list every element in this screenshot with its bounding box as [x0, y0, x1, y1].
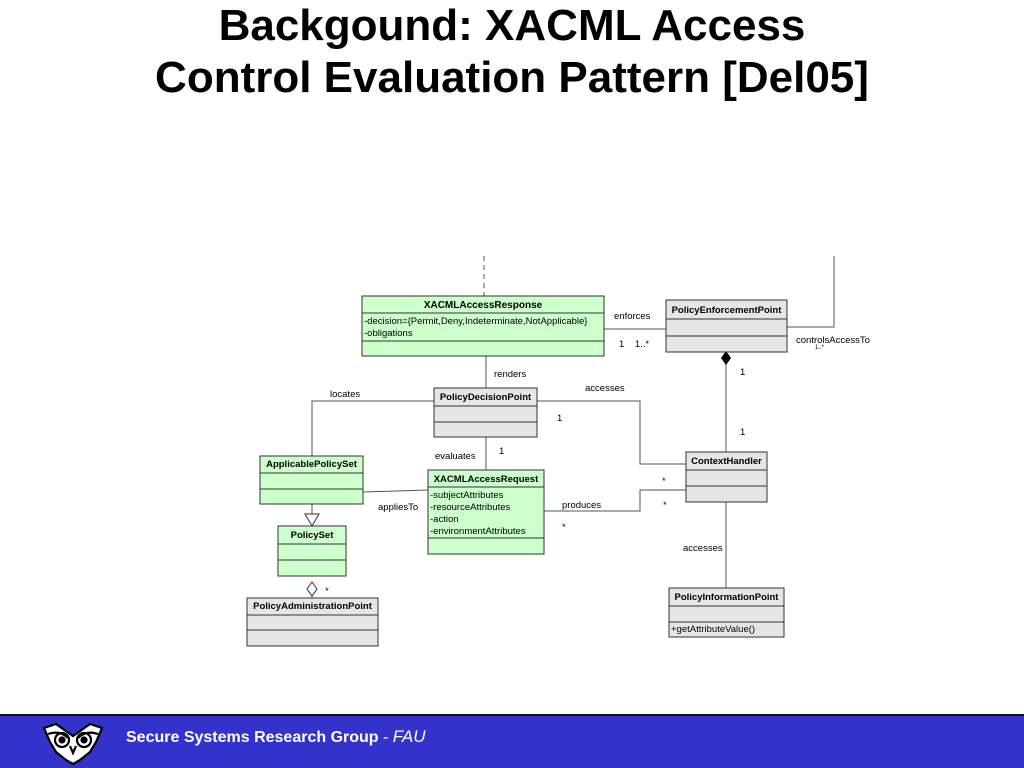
class-name: PolicyAdministrationPoint [253, 601, 373, 612]
title-line-1: Backgound: XACML Access [218, 1, 806, 50]
class-policy-administration-point: PolicyAdministrationPoint [246, 597, 379, 647]
edge-controls-access-to [786, 256, 835, 328]
class-name: PolicySet [291, 530, 335, 541]
label-ch-star-2: * [663, 500, 667, 511]
label-enforces-multiplicity: 1 1..* [619, 339, 649, 350]
label-locates: locates [330, 389, 360, 400]
title-line-2: Control Evaluation Pattern [Del05] [155, 53, 869, 102]
class-name: ContextHandler [691, 456, 762, 467]
label-applies-to: appliesTo [378, 502, 418, 513]
class-xacml-access-response: XACMLAccessResponse -decision={Permit,De… [361, 295, 605, 357]
class-context-handler: ContextHandler [685, 451, 768, 503]
class-operation: +getAttributeValue() [671, 624, 755, 635]
label-pdp-multiplicity: 1 [557, 413, 562, 424]
class-attr: -environmentAttributes [430, 526, 526, 537]
class-policy-set: PolicySet [277, 525, 347, 577]
class-attr: -resourceAttributes [430, 502, 511, 513]
class-applicable-policy-set: ApplicablePolicySet [259, 455, 364, 505]
generalization-triangle-icon [304, 513, 320, 527]
class-policy-information-point: PolicyInformationPoint +getAttributeValu… [668, 587, 785, 638]
label-produces: produces [562, 500, 601, 511]
owl-logo-icon [42, 722, 104, 766]
footer-bar: Secure Systems Research Group - FAU [0, 714, 1024, 768]
edge-produces [544, 489, 686, 512]
class-name: PolicyInformationPoint [675, 592, 780, 603]
class-name: XACMLAccessResponse [424, 300, 543, 311]
label-pap-star: * [325, 586, 329, 597]
footer-separator: - [378, 729, 393, 746]
class-attr: -subjectAttributes [430, 490, 504, 501]
slide-title: Backgound: XACML Access Control Evaluati… [0, 0, 1024, 104]
label-controls-multiplicity: 1..* [815, 345, 825, 351]
label-evaluates-multiplicity: 1 [499, 446, 504, 457]
class-name: PolicyDecisionPoint [440, 392, 532, 403]
label-request-star: * [562, 522, 566, 533]
class-attr: -action [430, 514, 459, 525]
class-attr: -obligations [364, 328, 413, 339]
footer-group-name: Secure Systems Research Group [126, 729, 379, 746]
label-pep-ch-multiplicity-bottom: 1 [740, 427, 745, 438]
class-name: XACMLAccessRequest [434, 474, 539, 485]
label-accesses-top: accesses [585, 383, 625, 394]
uml-class-diagram: XACMLAccessResponse -decision={Permit,De… [246, 256, 870, 647]
label-enforces: enforces [614, 311, 651, 322]
label-renders: renders [494, 369, 526, 380]
label-pep-ch-multiplicity-top: 1 [740, 367, 745, 378]
class-xacml-access-request: XACMLAccessRequest -subjectAttributes -r… [427, 469, 545, 555]
composition-diamond-icon [721, 351, 731, 365]
edge-applies-to [362, 489, 429, 493]
label-ch-star-1: * [662, 476, 666, 487]
label-accesses-bottom: accesses [683, 543, 723, 554]
label-evaluates: evaluates [435, 451, 476, 462]
class-attr: -decision={Permit,Deny,Indeterminate,Not… [364, 316, 587, 327]
aggregation-diamond-icon [306, 581, 318, 597]
class-policy-decision-point: PolicyDecisionPoint [433, 387, 538, 438]
class-policy-enforcement-point: PolicyEnforcementPoint [665, 299, 788, 353]
class-name: ApplicablePolicySet [266, 459, 358, 470]
edge-accesses-top [537, 400, 686, 465]
edge-locates [311, 400, 434, 456]
class-name: PolicyEnforcementPoint [672, 305, 783, 316]
footer-org: FAU [392, 727, 426, 746]
label-controls-access-to: controlsAccessTo [796, 335, 870, 346]
footer-text: Secure Systems Research Group - FAU [126, 727, 426, 747]
